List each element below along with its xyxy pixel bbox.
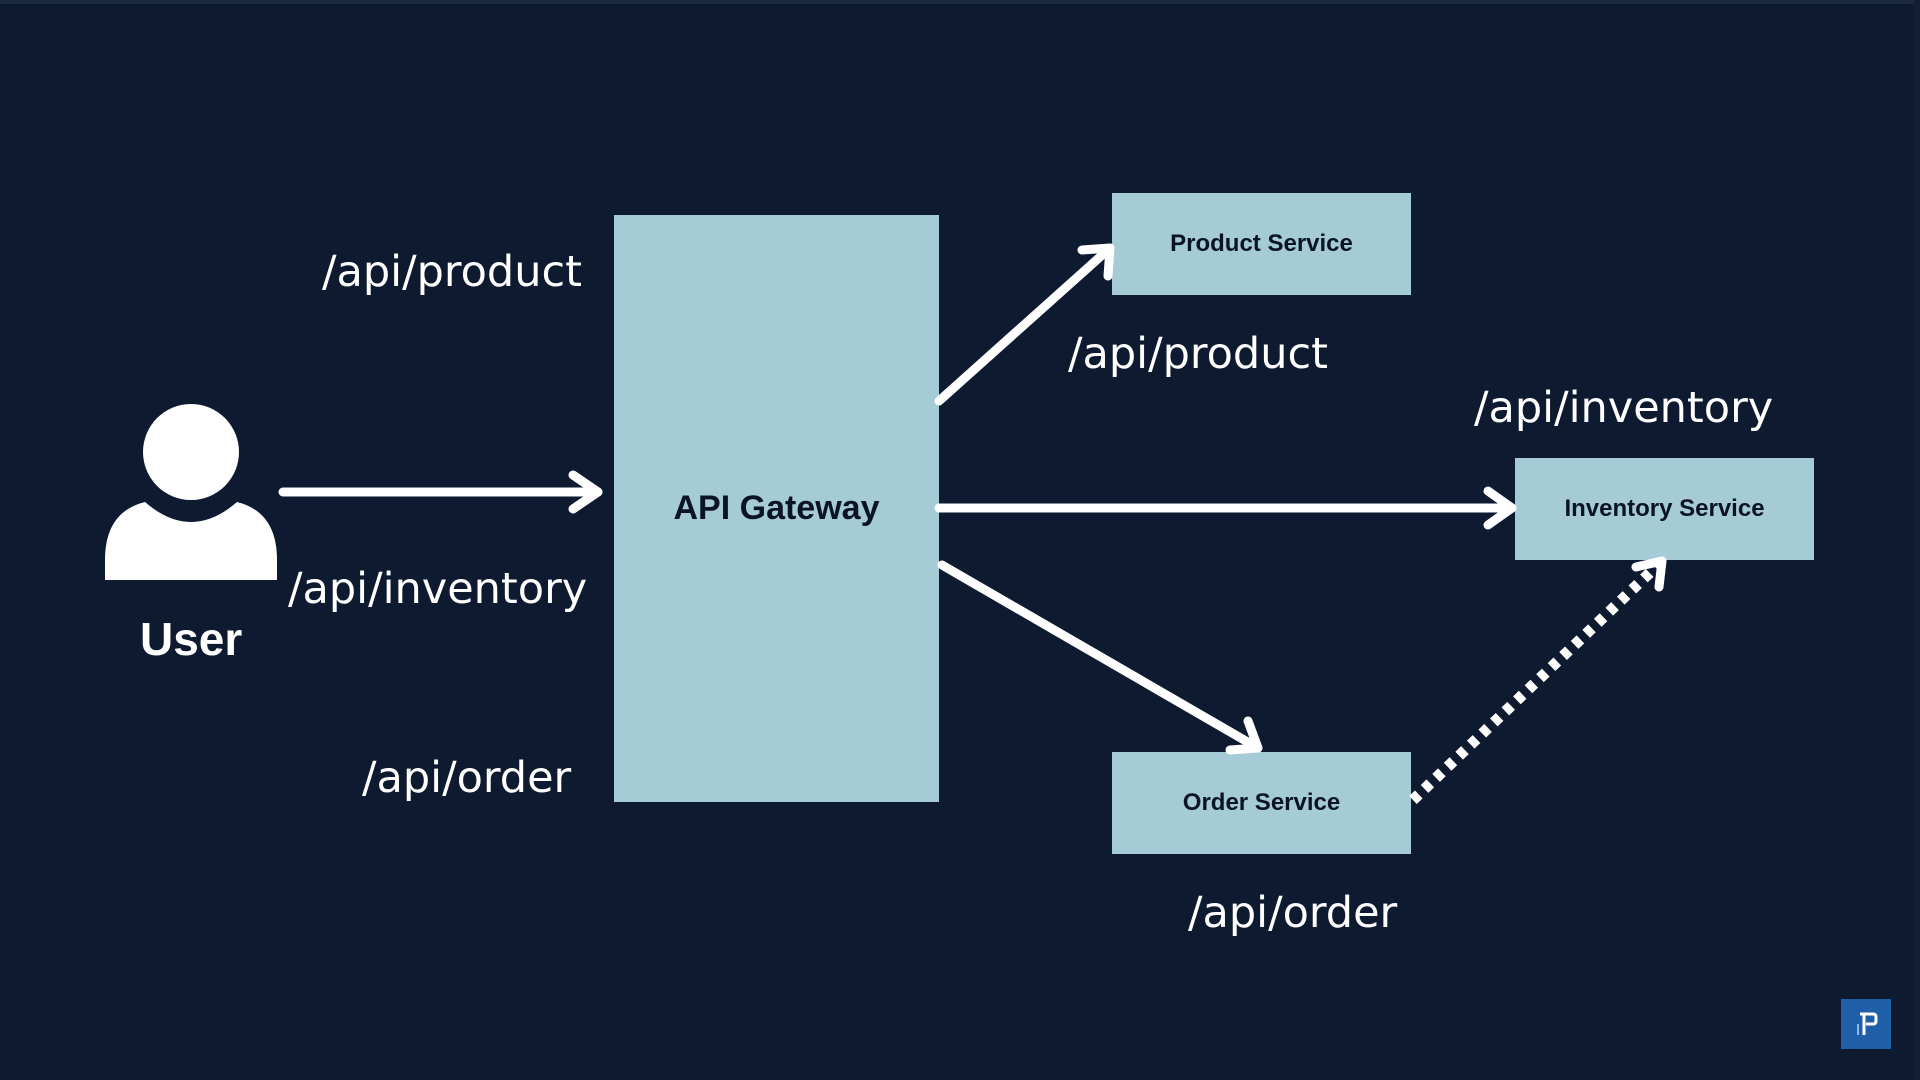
outgoing-route-product: /api/product (1068, 329, 1328, 379)
incoming-route-inventory: /api/inventory (288, 564, 588, 614)
incoming-route-product: /api/product (322, 247, 582, 297)
product-service-label: Product Service (1170, 230, 1353, 257)
product-service-box: Product Service (1112, 193, 1411, 295)
top-border (0, 0, 1920, 4)
channel-logo-icon (1857, 1012, 1878, 1035)
user-label: User (140, 613, 243, 665)
order-service-box: Order Service (1112, 752, 1411, 854)
inventory-service-box: Inventory Service (1515, 458, 1814, 560)
channel-logo (1841, 999, 1891, 1049)
arrow-gateway-to-order (937, 560, 1263, 755)
order-service-label: Order Service (1182, 789, 1341, 816)
api-gateway-label: API Gateway (673, 489, 880, 527)
inventory-service-label: Inventory Service (1564, 495, 1765, 522)
arrow-gateway-to-inventory (934, 486, 1517, 530)
arrow-gateway-to-product (934, 243, 1115, 406)
outgoing-route-inventory: /api/inventory (1474, 383, 1774, 433)
right-border (1914, 0, 1920, 1080)
user-icon (105, 404, 277, 580)
arrow-order-to-inventory-dotted (1409, 556, 1667, 804)
outgoing-route-order: /api/order (1188, 888, 1398, 938)
api-gateway-box: API Gateway (614, 215, 939, 802)
incoming-route-order: /api/order (362, 753, 572, 803)
arrow-user-to-gateway (278, 470, 603, 514)
